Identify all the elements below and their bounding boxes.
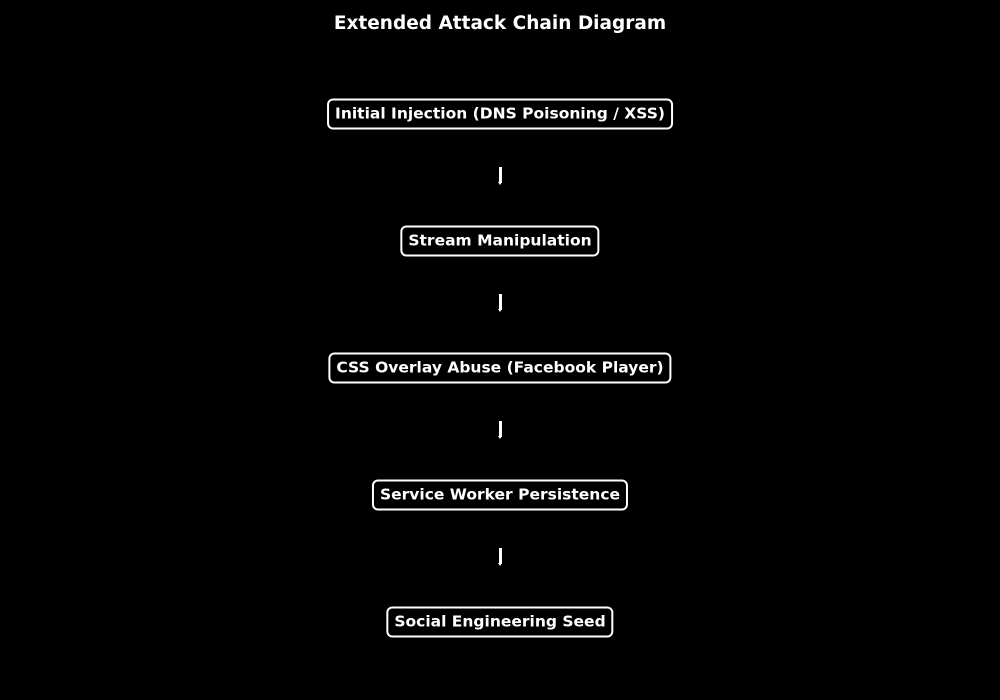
- node-service-worker-persistence: Service Worker Persistence: [371, 479, 629, 511]
- arrow-head-icon: [498, 182, 502, 185]
- arrow-shaft: [499, 548, 502, 564]
- node-stream-manipulation: Stream Manipulation: [400, 225, 600, 257]
- arrow-head-icon: [498, 436, 502, 439]
- node-social-engineering-seed: Social Engineering Seed: [386, 606, 614, 638]
- node-initial-injection: Initial Injection (DNS Poisoning / XSS): [327, 98, 673, 130]
- arrow-head-icon: [498, 309, 502, 312]
- arrow-shaft: [499, 167, 502, 183]
- node-css-overlay-abuse: CSS Overlay Abuse (Facebook Player): [328, 352, 672, 384]
- arrow-shaft: [499, 294, 502, 310]
- arrow-shaft: [499, 421, 502, 437]
- diagram-title: Extended Attack Chain Diagram: [333, 13, 667, 34]
- arrow-head-icon: [498, 563, 502, 566]
